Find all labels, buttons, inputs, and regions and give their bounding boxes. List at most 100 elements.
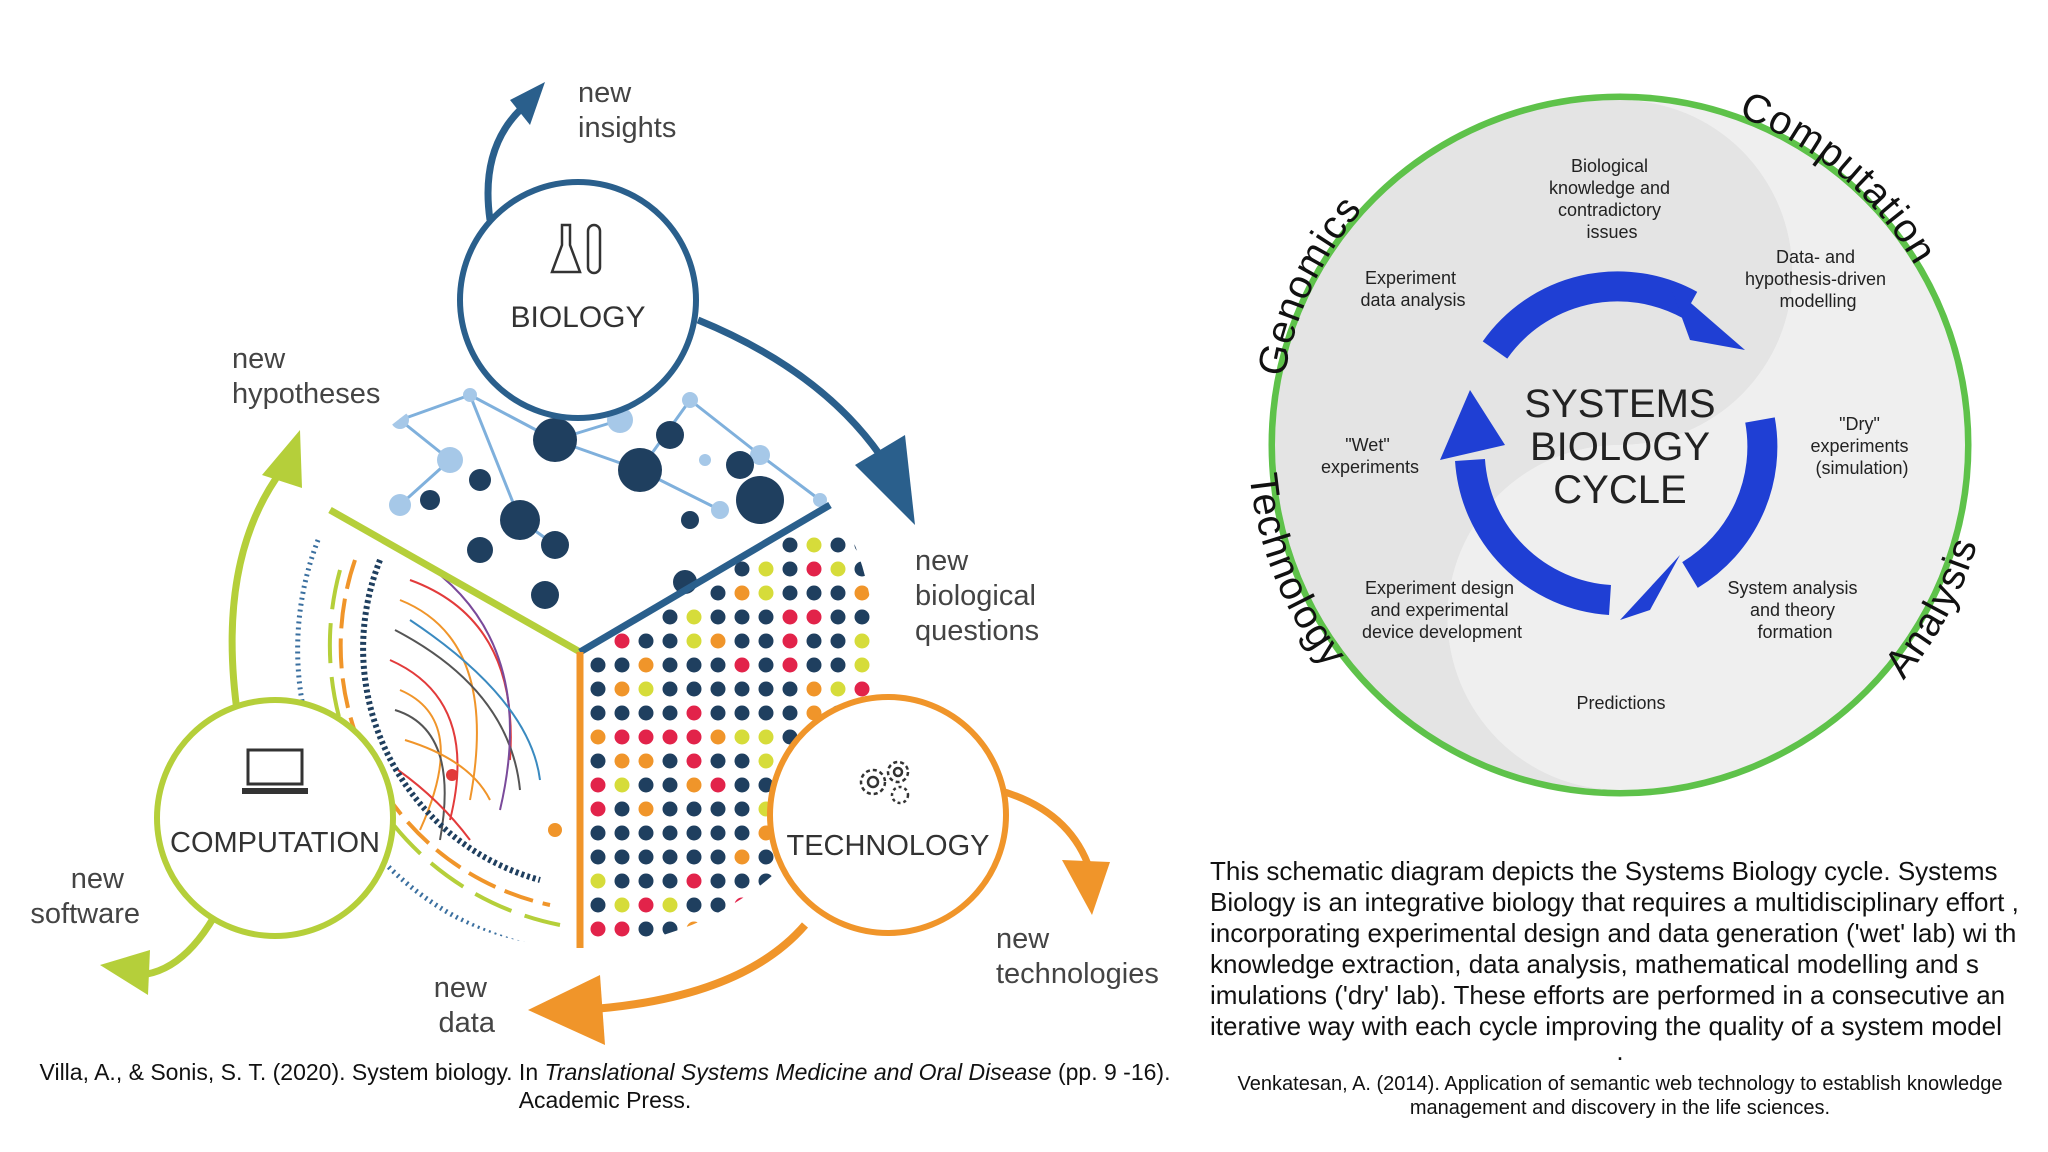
matrix-dot: [710, 585, 726, 601]
matrix-dot: [758, 633, 774, 649]
matrix-dot: [662, 873, 678, 889]
matrix-dot: [734, 585, 750, 601]
matrix-dot: [782, 897, 798, 913]
matrix-dot: [734, 897, 750, 913]
matrix-dot: [590, 873, 606, 889]
matrix-dot: [782, 657, 798, 673]
matrix-dot: [662, 753, 678, 769]
step-experiment-design: Experiment design and experimental devic…: [1362, 578, 1522, 642]
matrix-dot: [854, 657, 870, 673]
matrix-dot: [638, 873, 654, 889]
matrix-dot: [638, 825, 654, 841]
matrix-dot: [806, 681, 822, 697]
matrix-dot: [686, 897, 702, 913]
matrix-dot: [854, 633, 870, 649]
matrix-dot: [638, 921, 654, 937]
matrix-dot: [710, 849, 726, 865]
matrix-dot: [806, 921, 822, 937]
matrix-dot: [590, 681, 606, 697]
matrix-dot: [614, 729, 630, 745]
matrix-dot: [662, 825, 678, 841]
technology-node: TECHNOLOGY: [767, 694, 1009, 936]
laptop-icon: [242, 748, 308, 794]
matrix-dot: [686, 681, 702, 697]
matrix-dot: [614, 801, 630, 817]
matrix-dot: [734, 921, 750, 937]
matrix-dot: [710, 657, 726, 673]
new-technologies-arrow: [997, 786, 1110, 915]
new-software-label: new software: [30, 863, 140, 930]
new-data-arrow: [528, 922, 809, 1045]
svg-text:BIOLOGY: BIOLOGY: [1530, 425, 1710, 469]
matrix-dot: [758, 849, 774, 865]
matrix-dot: [830, 537, 846, 553]
matrix-dot: [830, 633, 846, 649]
matrix-dot: [590, 825, 606, 841]
matrix-dot: [686, 873, 702, 889]
matrix-dot: [686, 633, 702, 649]
matrix-dot: [710, 897, 726, 913]
matrix-dot: [830, 609, 846, 625]
matrix-dot: [614, 873, 630, 889]
new-data-label: new data: [434, 972, 496, 1039]
matrix-dot: [830, 585, 846, 601]
new-technologies-label: new technologies: [996, 923, 1159, 990]
matrix-dot: [590, 657, 606, 673]
matrix-dot: [734, 657, 750, 673]
matrix-dot: [590, 705, 606, 721]
matrix-dot: [710, 705, 726, 721]
step-knowledge: Biological knowledge and contradictory i…: [1549, 156, 1675, 242]
matrix-dot: [662, 849, 678, 865]
matrix-dot: [710, 873, 726, 889]
matrix-dot: [782, 681, 798, 697]
gears-icon: [859, 760, 910, 805]
step-experiment-data-analysis: Experiment data analysis: [1360, 268, 1465, 310]
matrix-dot: [734, 873, 750, 889]
matrix-dot: [758, 561, 774, 577]
new-biological-questions-label: new biological questions: [915, 545, 1044, 647]
matrix-dot: [662, 657, 678, 673]
new-insights-arrow: [484, 82, 545, 221]
lab-flask-icon: [550, 223, 602, 275]
matrix-dot: [734, 777, 750, 793]
matrix-dot: [662, 681, 678, 697]
matrix-dot: [662, 897, 678, 913]
matrix-dot: [614, 849, 630, 865]
matrix-dot: [830, 681, 846, 697]
svg-text:CYCLE: CYCLE: [1553, 468, 1686, 512]
step-predictions: Predictions: [1576, 693, 1665, 713]
left-citation: Villa, A., & Sonis, S. T. (2020). System…: [39, 1059, 1171, 1113]
matrix-dot: [758, 873, 774, 889]
technology-label: TECHNOLOGY: [786, 830, 989, 862]
matrix-dot: [686, 849, 702, 865]
matrix-dot: [638, 897, 654, 913]
matrix-dot: [734, 633, 750, 649]
matrix-dot: [734, 561, 750, 577]
new-hypotheses-label: new hypotheses: [232, 343, 380, 410]
matrix-dot: [758, 897, 774, 913]
matrix-dot: [854, 585, 870, 601]
matrix-dot: [590, 897, 606, 913]
matrix-dot: [854, 561, 870, 577]
matrix-dot: [590, 729, 606, 745]
step-wet-experiments: "Wet" experiments: [1321, 435, 1419, 477]
matrix-dot: [614, 897, 630, 913]
matrix-dot: [686, 921, 702, 937]
matrix-dot: [758, 657, 774, 673]
matrix-dot: [734, 729, 750, 745]
matrix-dot: [662, 777, 678, 793]
systems-biology-cycle-diagram: Genomics Computation Technology Analysis…: [1241, 83, 1985, 797]
computation-label: COMPUTATION: [170, 827, 380, 859]
matrix-dot: [614, 753, 630, 769]
matrix-dot: [614, 657, 630, 673]
matrix-dot: [758, 585, 774, 601]
matrix-dot: [614, 777, 630, 793]
matrix-dot: [758, 921, 774, 937]
matrix-dot: [830, 561, 846, 577]
matrix-dot: [806, 537, 822, 553]
matrix-dot: [686, 657, 702, 673]
matrix-dot: [758, 753, 774, 769]
matrix-dot: [806, 633, 822, 649]
matrix-dot: [806, 585, 822, 601]
right-citation: Venkatesan, A. (2014). Application of se…: [1237, 1073, 2003, 1119]
